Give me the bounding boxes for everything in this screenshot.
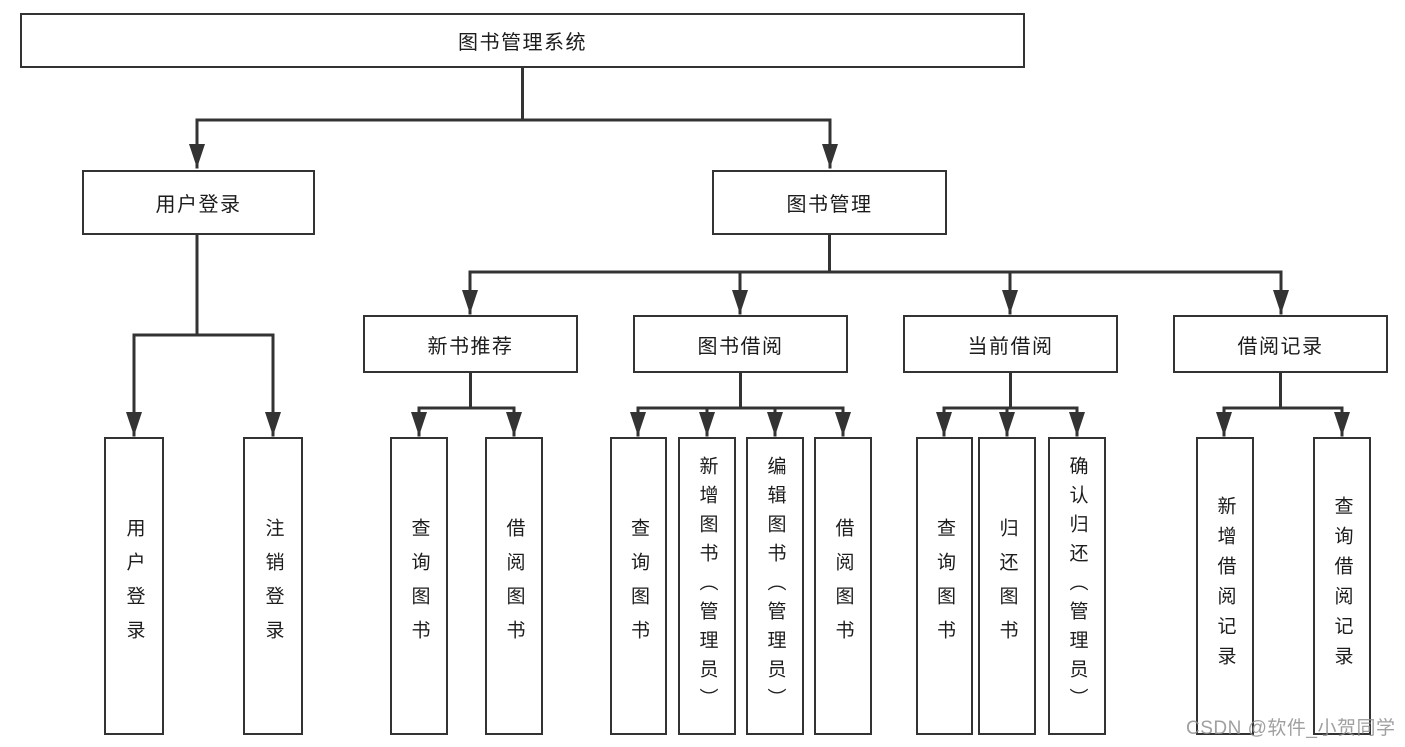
node-leaf-confirm-return-admin: 确认归还（管理员）	[1048, 437, 1106, 735]
node-label: 归还图书	[996, 518, 1018, 654]
node-current-borrowing: 当前借阅	[903, 315, 1118, 373]
node-label: 查询借阅记录	[1331, 496, 1353, 676]
node-leaf-query-books-2: 查询图书	[610, 437, 667, 735]
node-leaf-logout: 注销登录	[243, 437, 303, 735]
node-label: 注销登录	[262, 518, 284, 654]
node-leaf-query-borrow-record: 查询借阅记录	[1313, 437, 1371, 735]
csdn-watermark: CSDN @软件_小贺同学	[1186, 718, 1396, 739]
node-label: 用户登录	[123, 518, 145, 654]
node-label: 用户登录	[155, 194, 242, 216]
node-label: 借阅记录	[1237, 335, 1324, 358]
node-leaf-add-borrow-record: 新增借阅记录	[1196, 437, 1254, 735]
node-label: 查询图书	[628, 518, 649, 654]
node-label: 编辑图书（管理员）	[764, 455, 786, 717]
node-new-book-recommendation: 新书推荐	[363, 315, 578, 373]
node-label: 新书推荐	[427, 335, 514, 358]
node-leaf-edit-books-admin: 编辑图书（管理员）	[746, 437, 804, 735]
node-label: 图书管理系统	[458, 32, 587, 54]
node-label: 借阅图书	[832, 518, 854, 654]
node-label: 图书管理	[786, 194, 873, 216]
node-leaf-query-books-1: 查询图书	[390, 437, 448, 735]
connector-group	[126, 66, 1350, 437]
node-library-management-system: 图书管理系统	[20, 13, 1025, 68]
node-user-login-branch: 用户登录	[82, 170, 315, 235]
node-leaf-borrow-books-1: 借阅图书	[485, 437, 543, 735]
node-book-borrowing: 图书借阅	[633, 315, 848, 373]
node-leaf-add-books-admin: 新增图书（管理员）	[678, 437, 736, 735]
node-label: 新增借阅记录	[1214, 496, 1236, 676]
node-label: 查询图书	[934, 518, 955, 654]
node-leaf-user-login: 用户登录	[104, 437, 164, 735]
node-label: 借阅图书	[503, 518, 525, 654]
node-book-management-branch: 图书管理	[712, 170, 947, 235]
node-borrowing-records: 借阅记录	[1173, 315, 1388, 373]
node-label: 查询图书	[408, 518, 430, 654]
node-label: 图书借阅	[697, 335, 784, 358]
node-leaf-return-books: 归还图书	[978, 437, 1036, 735]
node-label: 新增图书（管理员）	[696, 455, 718, 717]
node-label: 确认归还（管理员）	[1066, 455, 1088, 717]
node-label: 当前借阅	[967, 335, 1054, 358]
node-leaf-query-books-3: 查询图书	[916, 437, 973, 735]
node-leaf-borrow-books-2: 借阅图书	[814, 437, 872, 735]
